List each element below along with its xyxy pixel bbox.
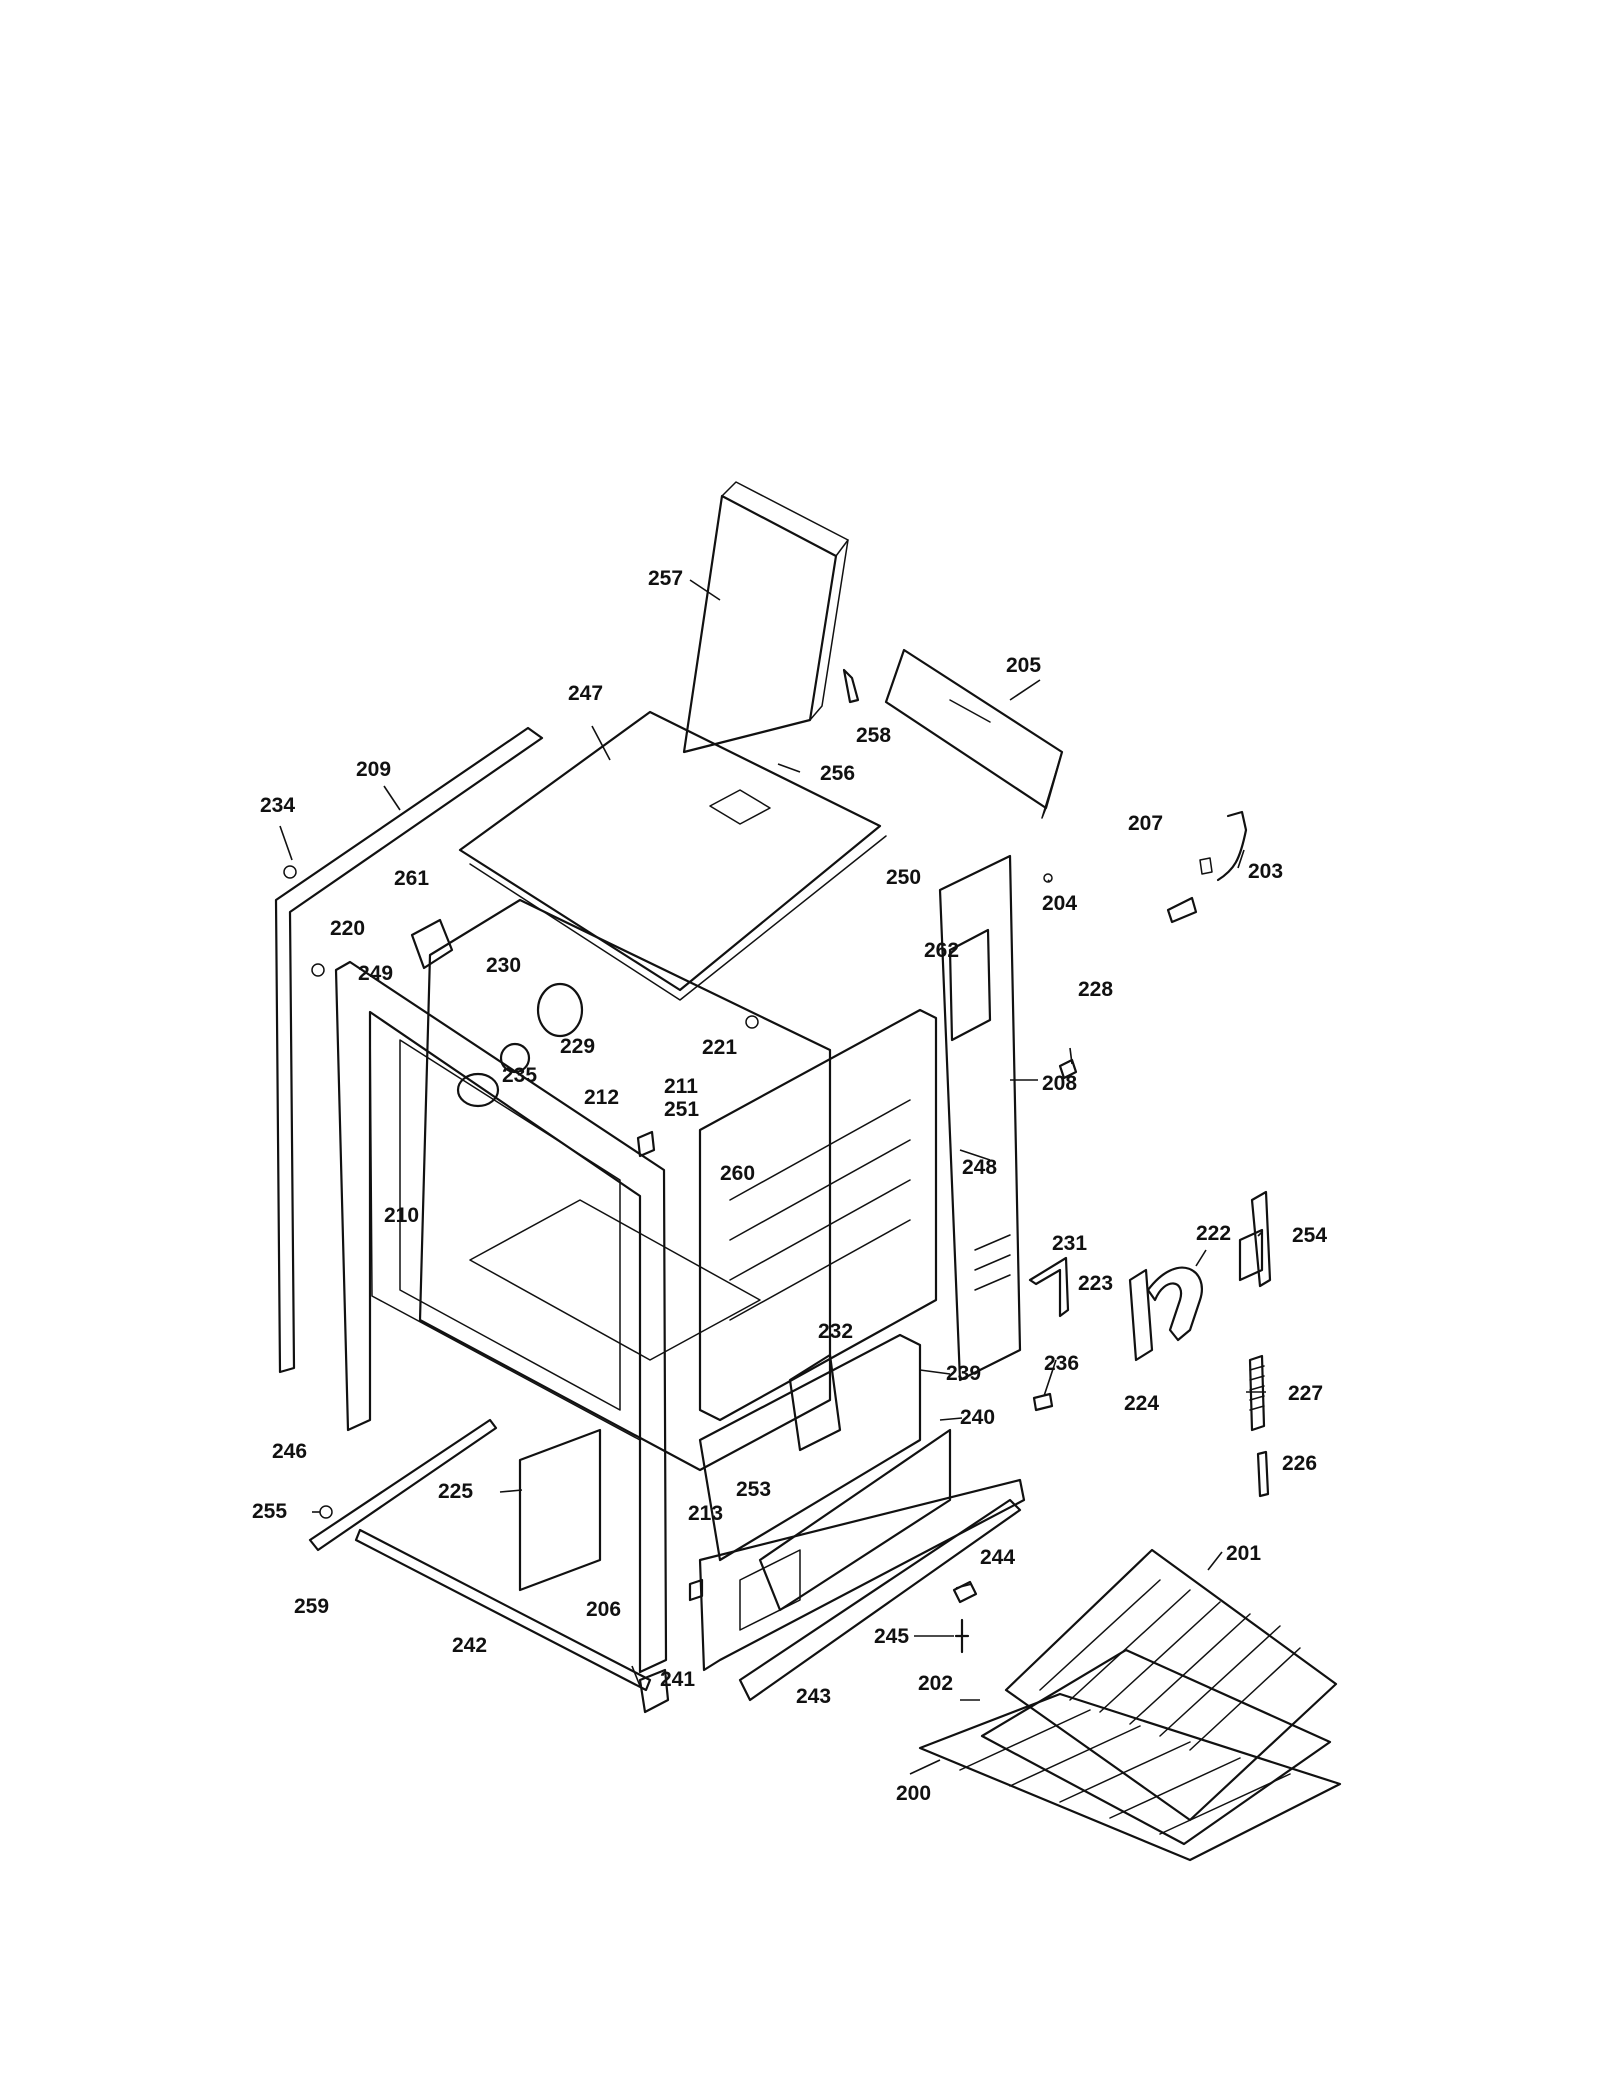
part-top-cover-247 bbox=[458, 710, 887, 1001]
callout-224: 224 bbox=[1124, 1392, 1159, 1415]
callout-203: 203 bbox=[1248, 860, 1283, 883]
callout-232: 232 bbox=[818, 1320, 853, 1343]
callout-225: 225 bbox=[438, 1480, 473, 1503]
part-burner-assembly bbox=[456, 982, 584, 1108]
callout-228: 228 bbox=[1078, 978, 1113, 1001]
callout-257: 257 bbox=[648, 567, 683, 590]
callout-222: 222 bbox=[1196, 1222, 1231, 1245]
callout-226: 226 bbox=[1282, 1452, 1317, 1475]
callout-244: 244 bbox=[980, 1546, 1015, 1569]
callout-242: 242 bbox=[452, 1634, 487, 1657]
callout-210: 210 bbox=[384, 1204, 419, 1227]
callout-245: 245 bbox=[874, 1625, 909, 1648]
callout-234: 234 bbox=[260, 794, 295, 817]
part-oven-rack-200 bbox=[918, 1692, 1342, 1862]
callout-209: 209 bbox=[356, 758, 391, 781]
callout-200: 200 bbox=[896, 1782, 931, 1805]
callout-221: 221 bbox=[702, 1036, 737, 1059]
callout-213: 213 bbox=[688, 1502, 723, 1525]
part-bracket-258 bbox=[842, 668, 860, 704]
callout-256: 256 bbox=[820, 762, 855, 785]
callout-205: 205 bbox=[1006, 654, 1041, 677]
part-hinges bbox=[1028, 1190, 1272, 1362]
callout-258: 258 bbox=[856, 724, 891, 747]
callout-248: 248 bbox=[962, 1156, 997, 1179]
callout-247: 247 bbox=[568, 682, 603, 705]
part-plate-225 bbox=[518, 1428, 602, 1592]
callout-220: 220 bbox=[330, 917, 365, 940]
part-rails bbox=[308, 1418, 670, 1714]
callout-230: 230 bbox=[486, 954, 521, 977]
callout-253: 253 bbox=[736, 1478, 771, 1501]
callout-262: 262 bbox=[924, 939, 959, 962]
part-oven-liner bbox=[418, 898, 832, 1472]
part-rail-243 bbox=[738, 1498, 1022, 1702]
part-broiler-pan-202 bbox=[980, 1648, 1332, 1846]
callout-246: 246 bbox=[272, 1440, 307, 1463]
part-top-panel-257 bbox=[682, 481, 849, 754]
part-oven-side-260 bbox=[698, 1008, 938, 1422]
part-rear-panel-208 bbox=[938, 854, 1022, 1382]
callout-208: 208 bbox=[1042, 1072, 1077, 1095]
callout-212: 212 bbox=[584, 1086, 619, 1109]
callout-206: 206 bbox=[586, 1598, 621, 1621]
callout-241: 241 bbox=[660, 1668, 695, 1691]
part-bracket-262 bbox=[948, 928, 992, 1042]
callout-227: 227 bbox=[1288, 1382, 1323, 1405]
callout-202: 202 bbox=[918, 1672, 953, 1695]
callout-251: 251 bbox=[664, 1098, 699, 1121]
callout-249: 249 bbox=[358, 962, 393, 985]
callout-254: 254 bbox=[1292, 1224, 1327, 1247]
callout-201: 201 bbox=[1226, 1542, 1261, 1565]
part-front-frame-249 bbox=[334, 960, 668, 1674]
callout-261: 261 bbox=[394, 867, 429, 890]
callout-239: 239 bbox=[946, 1362, 981, 1385]
callout-labels: 257 205 258 247 256 209 234 207 203 250 … bbox=[252, 567, 1327, 1805]
part-small-hardware bbox=[283, 810, 1248, 1654]
part-control-panel-205 bbox=[884, 648, 1064, 819]
callout-243: 243 bbox=[796, 1685, 831, 1708]
callout-260: 260 bbox=[720, 1162, 755, 1185]
callout-240: 240 bbox=[960, 1406, 995, 1429]
callout-223: 223 bbox=[1078, 1272, 1113, 1295]
part-lower-rear-assembly bbox=[698, 1333, 952, 1612]
part-side-panel-209 bbox=[274, 726, 544, 1374]
callout-229: 229 bbox=[560, 1035, 595, 1058]
part-broiler-grid-201 bbox=[1004, 1548, 1338, 1822]
leader-lines bbox=[279, 579, 1266, 1775]
callout-204: 204 bbox=[1042, 892, 1077, 915]
callout-207: 207 bbox=[1128, 812, 1163, 835]
callout-236: 236 bbox=[1044, 1352, 1079, 1375]
part-springs bbox=[1248, 1354, 1270, 1498]
callout-235: 235 bbox=[502, 1064, 537, 1087]
callout-255: 255 bbox=[252, 1500, 287, 1523]
part-kick-panel-253 bbox=[698, 1478, 1026, 1672]
callout-211: 211 bbox=[664, 1075, 698, 1098]
callout-250: 250 bbox=[886, 866, 921, 889]
callout-259: 259 bbox=[294, 1595, 329, 1618]
callout-231: 231 bbox=[1052, 1232, 1087, 1255]
part-261 bbox=[410, 918, 454, 970]
